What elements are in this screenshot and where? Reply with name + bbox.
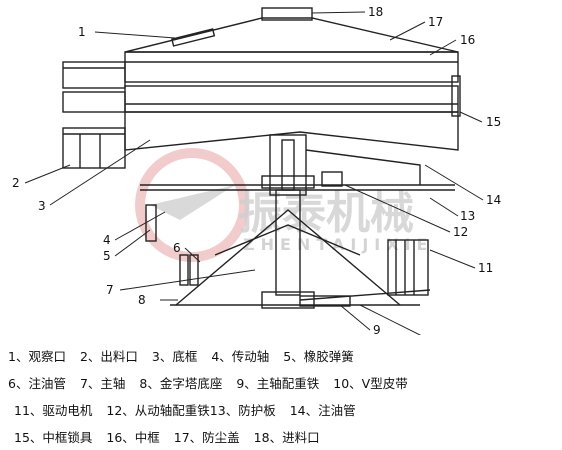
- watermark-logo: [135, 148, 249, 262]
- legend-item: 17、防尘盖: [173, 430, 240, 445]
- legend-item: 14、注油管: [289, 403, 356, 418]
- legend-item: 15、中框锁具: [14, 430, 93, 445]
- drive-motor: [387, 239, 429, 296]
- callout-3: 3: [38, 199, 46, 213]
- watermark-cn: 振泰机械: [238, 188, 414, 239]
- callout-2: 2: [12, 176, 20, 190]
- legend-item: 2、出料口: [79, 349, 138, 364]
- legend-item: 11、驱动电机: [14, 403, 93, 418]
- callout-16: 16: [460, 33, 475, 47]
- driven-counterweight: [321, 171, 343, 187]
- legend-item: 5、橡胶弹簧: [283, 349, 354, 364]
- feed-inlet: [261, 7, 313, 21]
- discharge-outlets: [62, 61, 126, 169]
- callout-18: 18: [368, 5, 383, 19]
- callout-6: 6: [173, 241, 181, 255]
- legend-item: 10、V型皮带: [333, 376, 408, 391]
- legend-item: 18、进料口: [253, 430, 320, 445]
- legend-item: 1、观察口: [8, 349, 66, 364]
- main-shaft-housing: [269, 134, 307, 196]
- pyramid-base: [175, 209, 401, 306]
- legend-item: 8、金字塔底座: [139, 376, 223, 391]
- callout-11: 11: [478, 261, 493, 275]
- middle-frame-upper: [124, 51, 459, 83]
- frame-lock: [451, 75, 461, 117]
- legend-item: 7、主轴: [79, 376, 126, 391]
- callout-7: 7: [106, 283, 114, 297]
- callout-17: 17: [428, 15, 443, 29]
- legend-item: 3、底框: [151, 349, 198, 364]
- callout-10: 10: [432, 333, 447, 335]
- leader-lines: [24, 11, 484, 335]
- callout-13: 13: [460, 209, 475, 223]
- callout-14: 14: [486, 193, 501, 207]
- callout-labels: 1 2 3 4 5 6 7 8 9 10 11 12 13 14 15 16 1…: [12, 5, 501, 335]
- callout-8: 8: [138, 293, 146, 307]
- legend-item: 12、从动轴配重铁13、防护板: [106, 403, 276, 418]
- callout-1: 1: [78, 25, 86, 39]
- parts-legend: 1、观察口 2、出料口 3、底框 4、传动轴 5、橡胶弹簧 6、注油管 7、主轴…: [0, 338, 562, 450]
- legend-item: 4、传动轴: [211, 349, 270, 364]
- legend-row-4: 15、中框锁具 16、中框 17、防尘盖 18、进料口: [14, 427, 330, 446]
- callout-15: 15: [486, 115, 501, 129]
- legend-item: 6、注油管: [8, 376, 66, 391]
- legend-row-2: 6、注油管 7、主轴 8、金字塔底座 9、主轴配重铁 10、V型皮带: [8, 373, 418, 392]
- v-belt: [299, 289, 431, 301]
- legend-item: 16、中框: [106, 430, 160, 445]
- legend-row-1: 1、观察口 2、出料口 3、底框 4、传动轴 5、橡胶弹簧: [8, 346, 364, 365]
- callout-5: 5: [103, 249, 111, 263]
- callout-12: 12: [453, 225, 468, 239]
- callout-9: 9: [373, 323, 381, 335]
- observation-port: [171, 28, 216, 47]
- callout-4: 4: [103, 233, 111, 247]
- machine-drawing: [62, 7, 461, 309]
- machine-diagram: 振泰机械 ZHENTAIJIXIE: [12, 5, 501, 335]
- dust-cover: [124, 17, 459, 53]
- main-counterweight: [299, 295, 351, 307]
- legend-row-3: 11、驱动电机 12、从动轴配重铁13、防护板 14、注油管: [14, 400, 366, 419]
- middle-frame-lower: [124, 85, 459, 113]
- legend-item: 9、主轴配重铁: [236, 376, 320, 391]
- bottom-frame: [124, 111, 459, 151]
